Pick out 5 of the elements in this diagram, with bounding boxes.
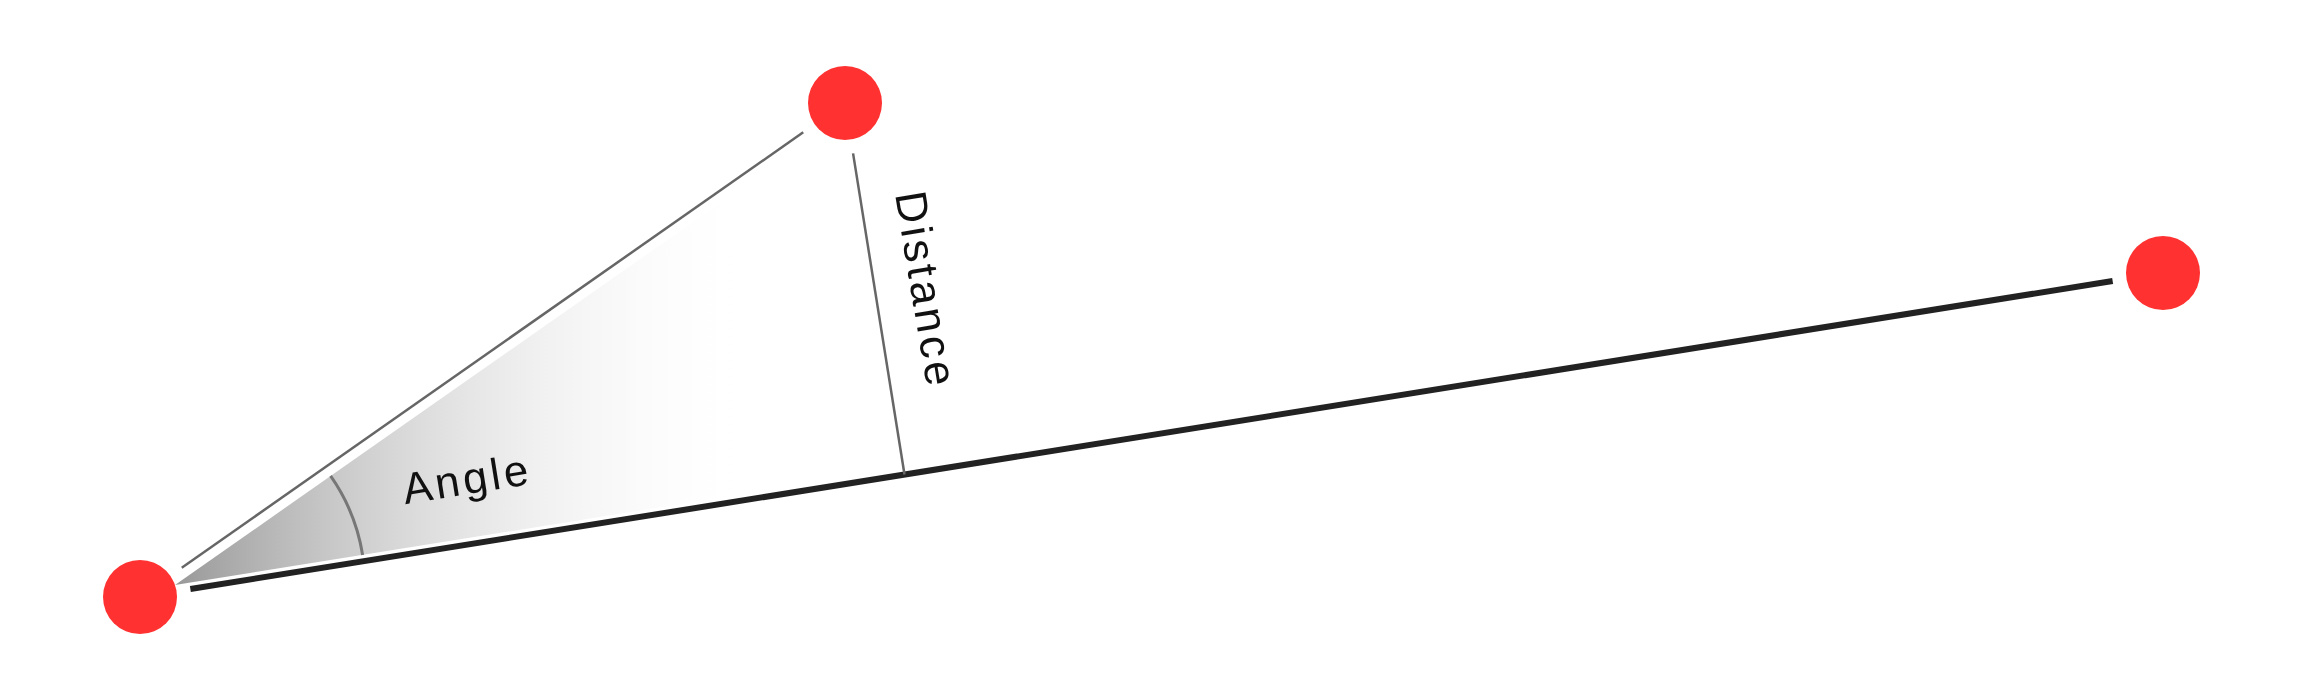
connector-line bbox=[181, 131, 804, 569]
connector-line bbox=[189, 278, 2114, 592]
angle-label: Angle bbox=[399, 446, 535, 512]
distance-label: Distance bbox=[888, 188, 964, 392]
connector-line bbox=[851, 153, 906, 475]
